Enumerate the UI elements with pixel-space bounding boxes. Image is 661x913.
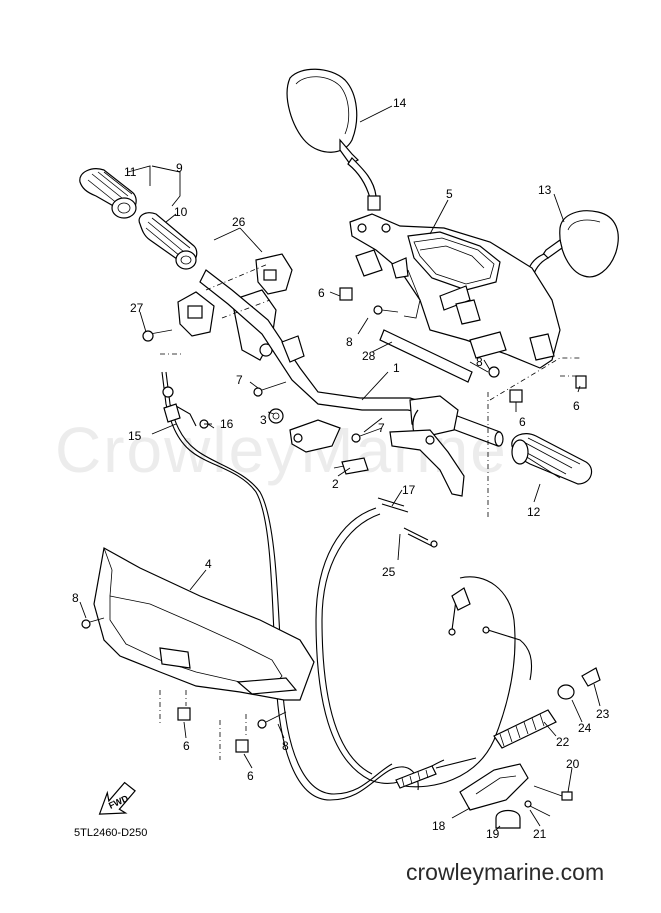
callout-19: 19 xyxy=(486,827,500,841)
callout-1: 1 xyxy=(393,361,400,375)
callout-3: 3 xyxy=(260,413,267,427)
left-mirror xyxy=(286,68,381,211)
callout-25: 25 xyxy=(382,565,396,579)
callout-8: 8 xyxy=(72,591,79,605)
callout-8: 8 xyxy=(346,335,353,349)
callout-21: 21 xyxy=(533,827,547,841)
handlebar-cover-upper xyxy=(349,213,561,369)
callout-16: 16 xyxy=(220,417,234,431)
callout-13: 13 xyxy=(538,183,552,197)
callout-14: 14 xyxy=(393,96,407,110)
callout-2: 2 xyxy=(332,477,339,491)
callout-6: 6 xyxy=(519,415,526,429)
right-grip xyxy=(511,433,593,485)
callout-18: 18 xyxy=(432,819,446,833)
callout-28: 28 xyxy=(362,349,376,363)
callout-22: 22 xyxy=(556,735,570,749)
handlebar-cover-lower xyxy=(81,547,315,753)
callout-27: 27 xyxy=(130,301,144,315)
callout-labels: 14 13 5 9 11 10 26 27 6 8 28 1 8 6 6 7 7… xyxy=(72,96,610,841)
callout-23: 23 xyxy=(596,707,610,721)
callout-4: 4 xyxy=(205,557,212,571)
callout-10: 10 xyxy=(174,205,188,219)
callout-6: 6 xyxy=(183,739,190,753)
callout-8: 8 xyxy=(282,739,289,753)
left-grip-assembly xyxy=(79,168,198,270)
site-label: crowleymarine.com xyxy=(406,859,604,885)
handlebar-clamp xyxy=(268,408,369,475)
callout-6: 6 xyxy=(573,399,580,413)
fasteners xyxy=(199,287,587,443)
callout-20: 20 xyxy=(566,757,580,771)
callout-7: 7 xyxy=(378,421,385,435)
leader-lines xyxy=(79,105,601,831)
callout-6: 6 xyxy=(318,286,325,300)
alignment-lines xyxy=(159,263,580,760)
callout-15: 15 xyxy=(128,429,142,443)
brake-lever xyxy=(389,395,465,497)
callout-12: 12 xyxy=(527,505,541,519)
callout-6: 6 xyxy=(247,769,254,783)
callout-5: 5 xyxy=(446,187,453,201)
callout-11: 11 xyxy=(124,165,137,179)
drawing-code: 5TL2460-D250 xyxy=(74,827,147,839)
callout-8: 8 xyxy=(476,355,483,369)
fwd-arrow-icon: FWD xyxy=(98,781,136,815)
callout-24: 24 xyxy=(578,721,592,735)
callout-9: 9 xyxy=(176,161,183,175)
callout-26: 26 xyxy=(232,215,246,229)
cables xyxy=(161,371,533,801)
throttle-parts xyxy=(459,667,601,829)
callout-7: 7 xyxy=(236,373,243,387)
callout-17: 17 xyxy=(402,483,416,497)
